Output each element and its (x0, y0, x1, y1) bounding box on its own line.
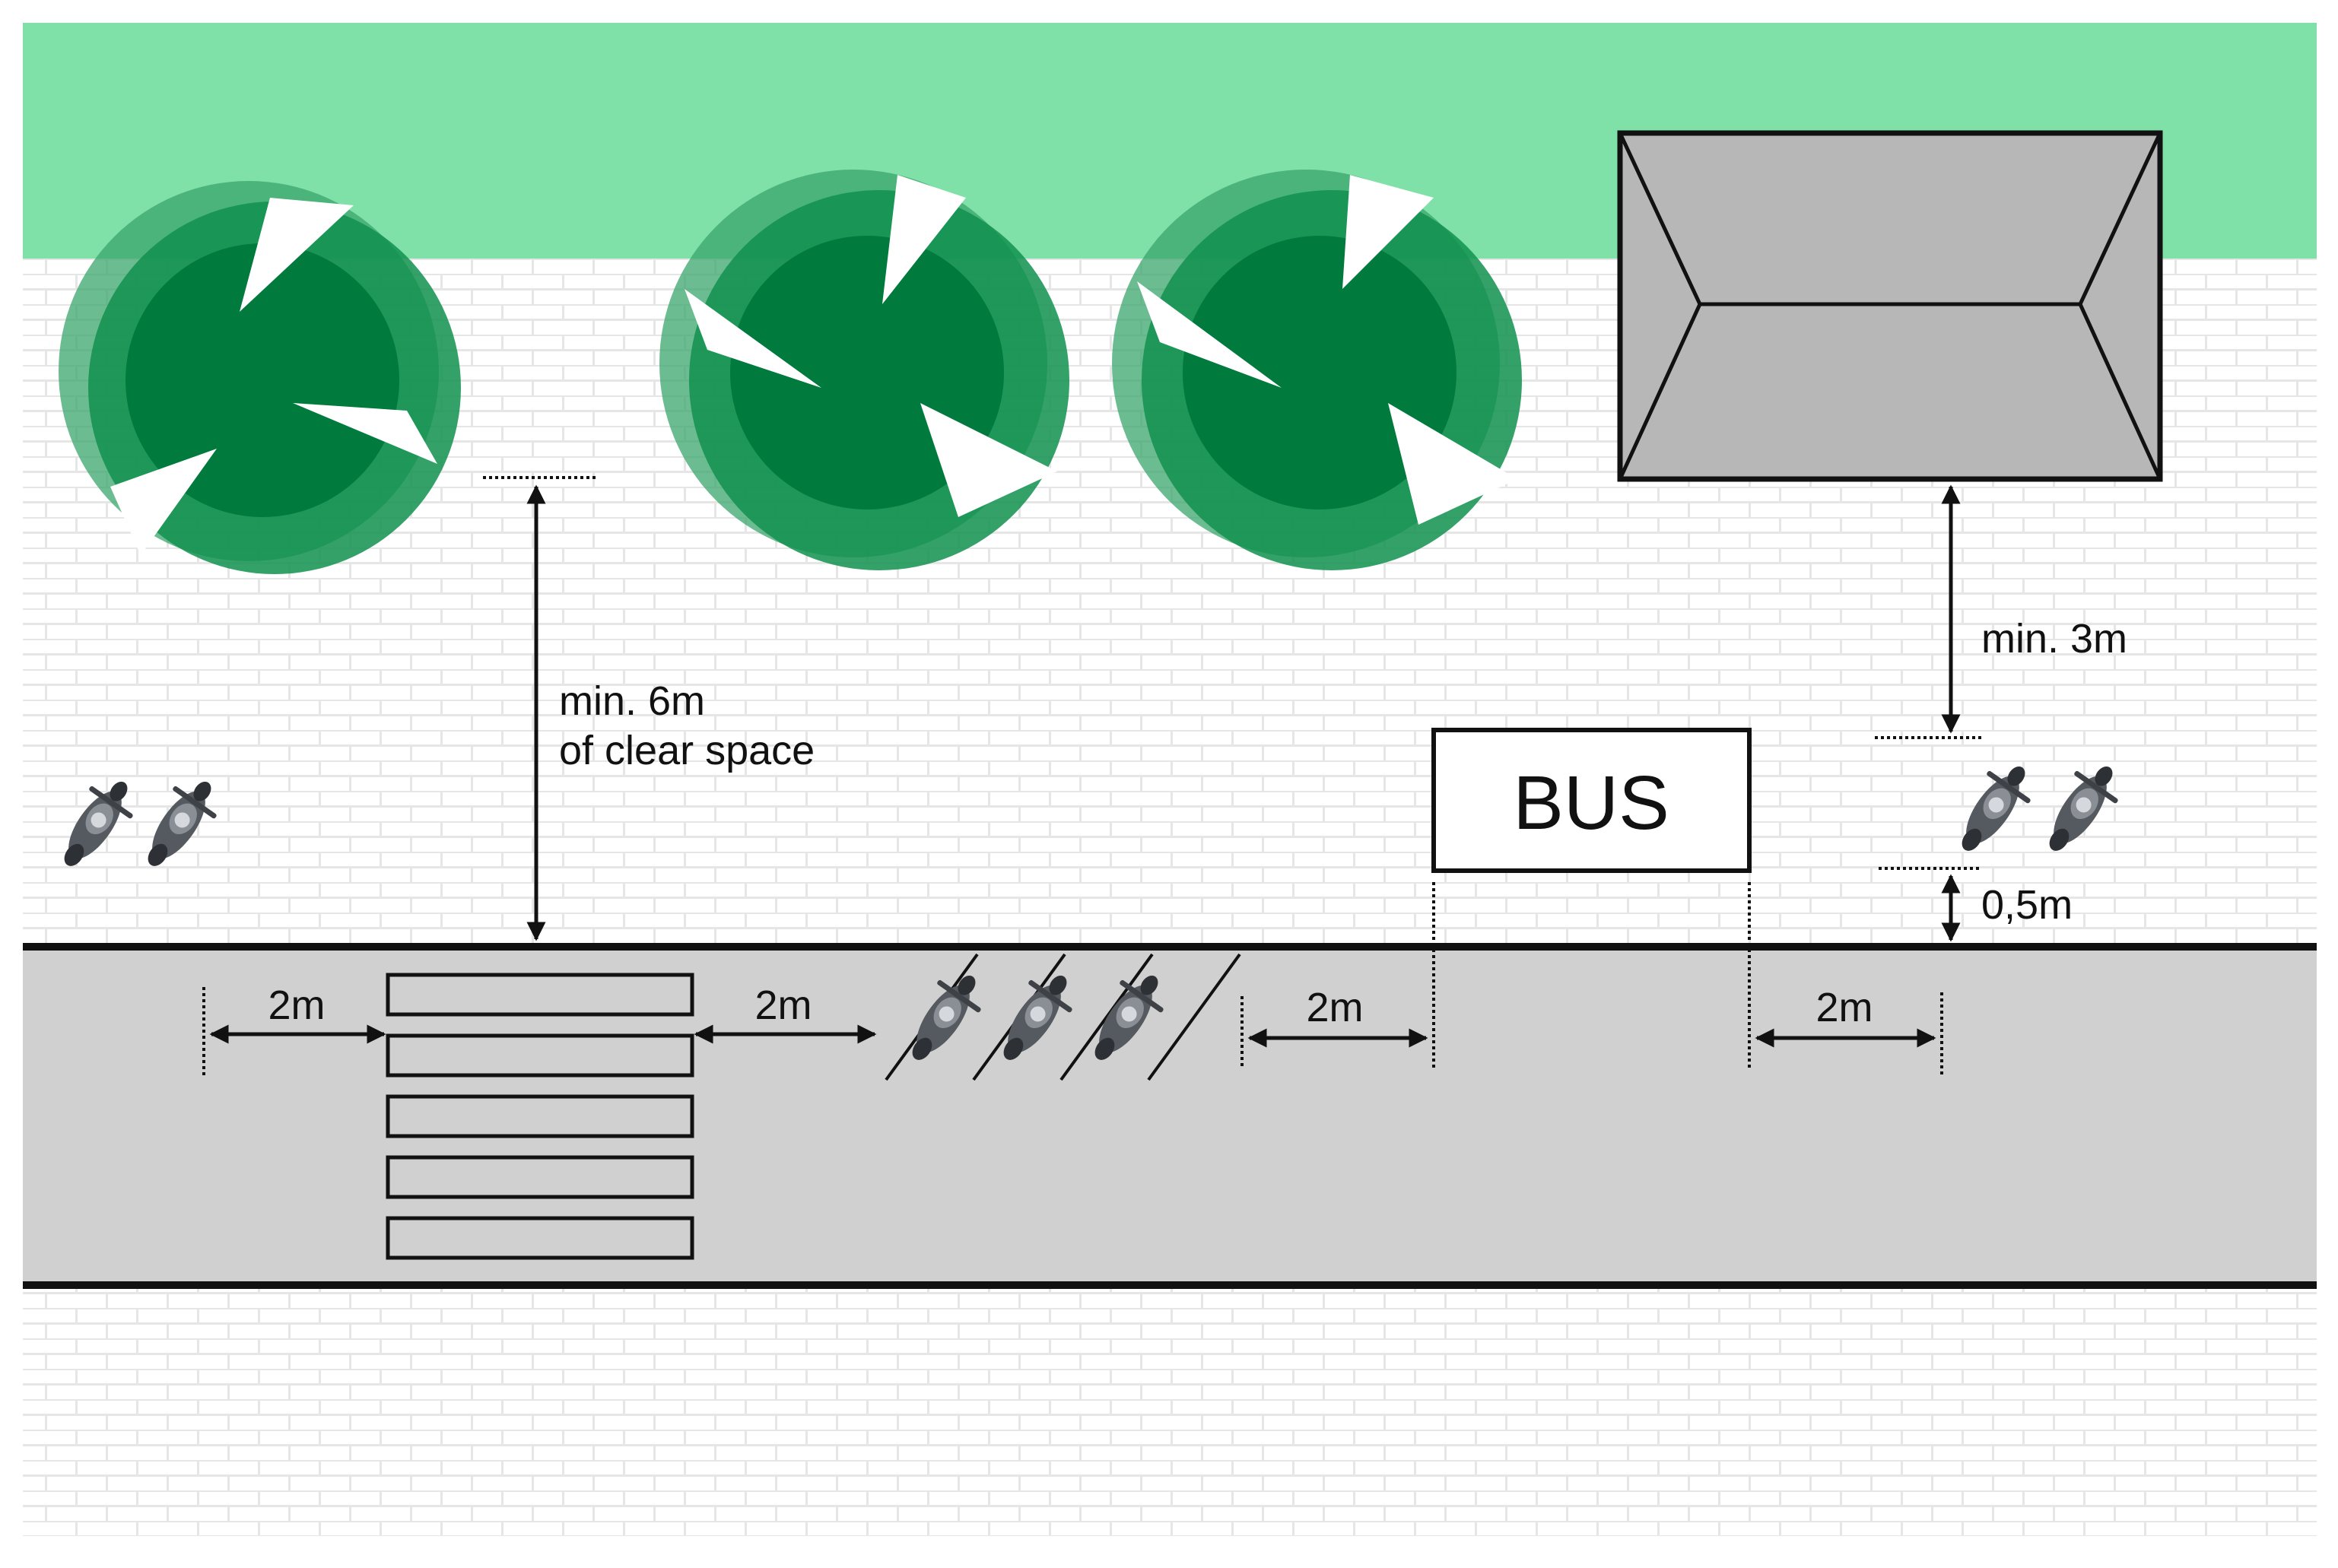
dimension-gap-crosswalk-left: 2m (202, 982, 386, 1076)
gap-bus-left-label: 2m (1306, 985, 1363, 1030)
bus-stop-icon: BUS (1431, 728, 1752, 873)
clear-space-label-line2: of clear space (559, 728, 815, 773)
building-roof-icon (1617, 130, 2163, 482)
angled-parking-bays (885, 953, 1241, 1081)
tree-icon (659, 170, 1069, 570)
dimension-gap-bus-right: 2m (1748, 882, 1943, 1076)
gap-bus-right-label: 2m (1815, 985, 1873, 1030)
dimension-curb-gap: 0,5m (1879, 867, 2073, 942)
dimension-clear-space: min. 6m of clear space (483, 476, 815, 941)
gap-crosswalk-right-label: 2m (754, 982, 812, 1028)
tree-icon (1112, 170, 1522, 570)
curb-gap-label: 0,5m (1981, 882, 2073, 928)
dimension-gap-crosswalk-right: 2m (694, 982, 877, 1044)
gap-crosswalk-left-label: 2m (268, 982, 325, 1028)
road (23, 947, 2317, 1285)
pavement-lower (23, 1285, 2317, 1536)
tree-icon (59, 181, 461, 574)
clear-space-label-line1: min. 6m (559, 678, 705, 724)
dimension-building-gap: min. 3m (1875, 484, 2127, 739)
dimension-gap-bus-left: 2m (1240, 882, 1435, 1068)
building-gap-label: min. 3m (1981, 616, 2127, 662)
bus-label: BUS (1513, 760, 1669, 846)
crosswalk-icon (386, 973, 694, 1260)
